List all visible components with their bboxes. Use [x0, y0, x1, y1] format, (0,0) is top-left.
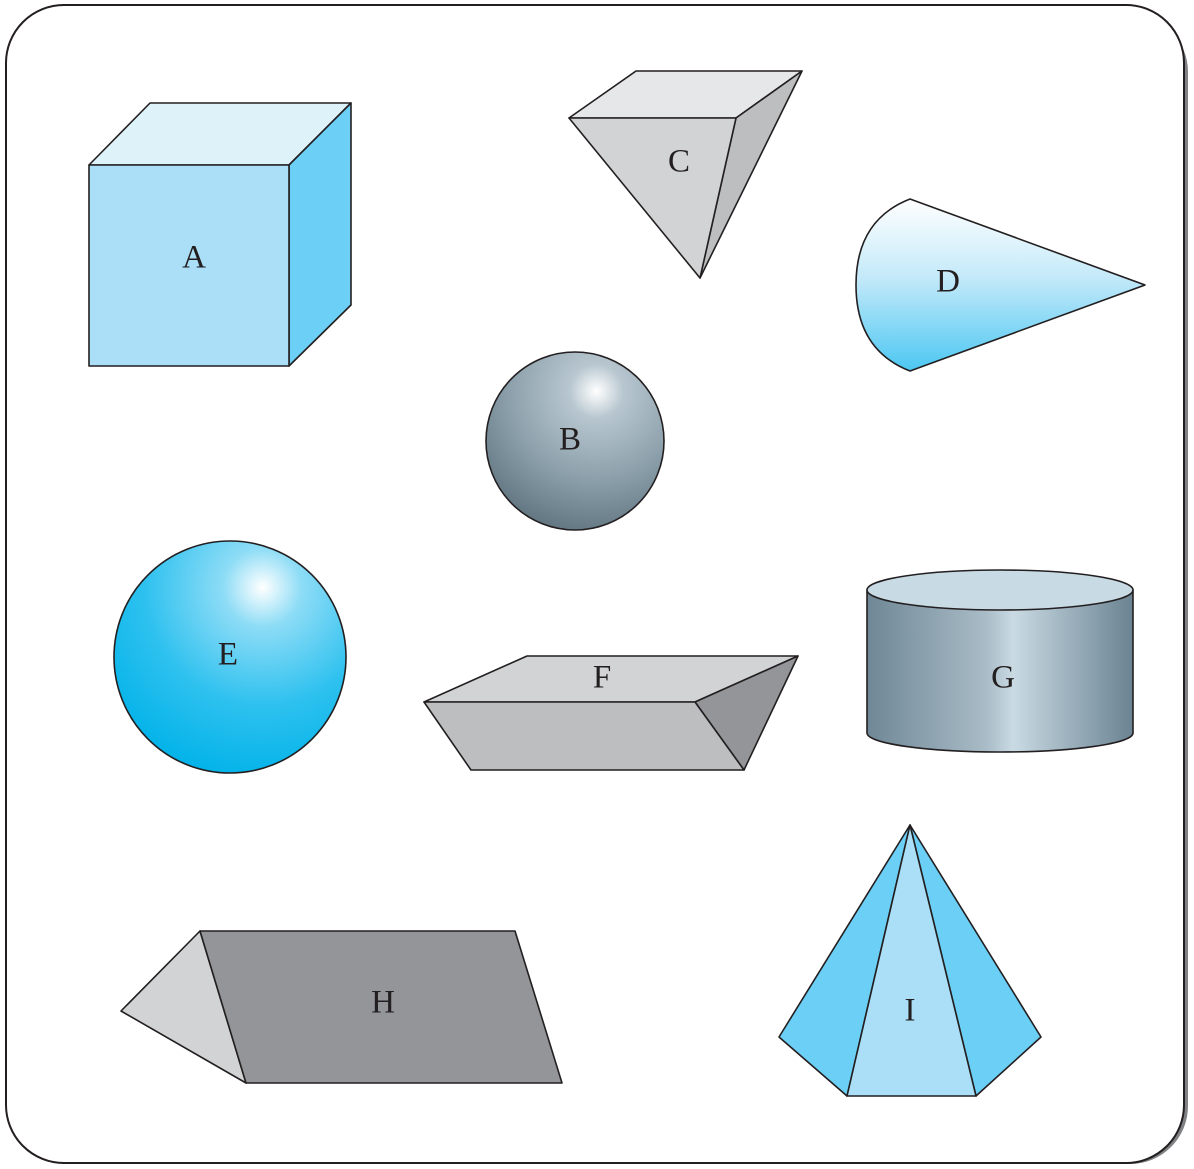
shape-label-f: F	[593, 660, 611, 696]
shape-label-c: C	[668, 144, 690, 180]
shape-d-cone: D	[855, 198, 1146, 372]
shape-i-pyramid: I	[778, 824, 1042, 1097]
shape-label-h: H	[371, 985, 395, 1021]
shape-h-triangular-prism: H	[120, 930, 563, 1084]
shape-label-e: E	[218, 637, 238, 673]
shape-b-sphere: B	[485, 351, 665, 531]
shape-label-g: G	[991, 660, 1015, 696]
shape-label-d: D	[936, 264, 960, 300]
shape-label-a: A	[182, 240, 206, 276]
shape-g-cylinder: G	[866, 569, 1134, 753]
shape-a-cube: A	[88, 102, 352, 367]
shape-label-i: I	[905, 993, 916, 1029]
shape-c-triangular-pyramid: C	[568, 70, 803, 279]
shape-f-prism: F	[423, 655, 799, 771]
shape-e-sphere: E	[113, 540, 347, 774]
shape-label-b: B	[559, 422, 581, 458]
